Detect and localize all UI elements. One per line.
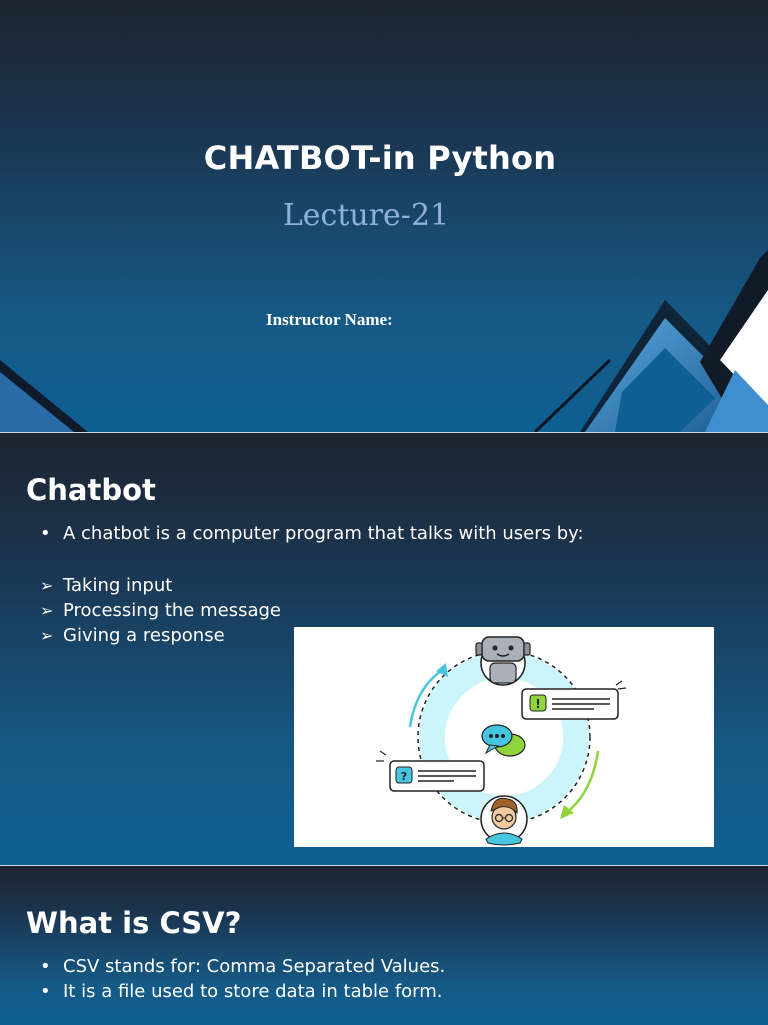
green-arrow (565, 750, 600, 814)
chat-bubbles-icon (481, 724, 526, 757)
slide-title: CHATBOT-in Python (203, 139, 557, 177)
svg-text:?: ? (401, 770, 407, 783)
dashed-orbit (417, 650, 591, 824)
title-slide: CHATBOT-in Python Lecture-21 Instructor … (0, 0, 768, 432)
cyan-arrow (408, 667, 445, 728)
slide-heading: Chatbot (26, 473, 156, 507)
csv-slide: What is CSV? • CSV stands for: Comma Sep… (0, 865, 768, 1025)
step-item: Processing the message (63, 600, 281, 621)
csv-bullet-text: It is a file used to store data in table… (63, 981, 443, 1002)
bullet-marker: • (40, 981, 51, 1002)
diamond-inner (615, 348, 715, 432)
right-white-wedge (720, 290, 768, 410)
arrow-bullet: ➢ (40, 626, 54, 645)
bullet-marker: • (40, 956, 51, 977)
green-arrowhead (560, 805, 574, 819)
step-item: Taking input (63, 575, 173, 596)
geometric-decoration (0, 250, 768, 432)
slide-heading: What is CSV? (26, 906, 242, 940)
right-band-blue (705, 370, 768, 432)
question-message-icon: ? (376, 750, 485, 792)
cyan-arrowhead (436, 663, 448, 677)
robot-icon (475, 636, 531, 686)
svg-text:!: ! (535, 697, 540, 711)
arrow-bullet: ➢ (40, 576, 54, 595)
lecture-subtitle: Lecture-21 (282, 198, 450, 233)
corner-triangle-blue (0, 372, 74, 432)
csv-bullet-text: CSV stands for: Comma Separated Values. (63, 956, 446, 977)
instructor-label: Instructor Name: (266, 310, 393, 329)
diagonal-line (533, 358, 612, 432)
chatbot-illustration: ! ? (294, 627, 714, 847)
exclamation-message-icon: ! (521, 680, 627, 720)
intro-text: A chatbot is a computer program that tal… (63, 523, 584, 544)
arrow-bullet: ➢ (40, 601, 54, 620)
chatbot-slide: Chatbot • A chatbot is a computer progra… (0, 432, 768, 865)
bullet-marker: • (40, 523, 51, 544)
step-item: Giving a response (63, 625, 225, 646)
person-icon (480, 795, 528, 846)
